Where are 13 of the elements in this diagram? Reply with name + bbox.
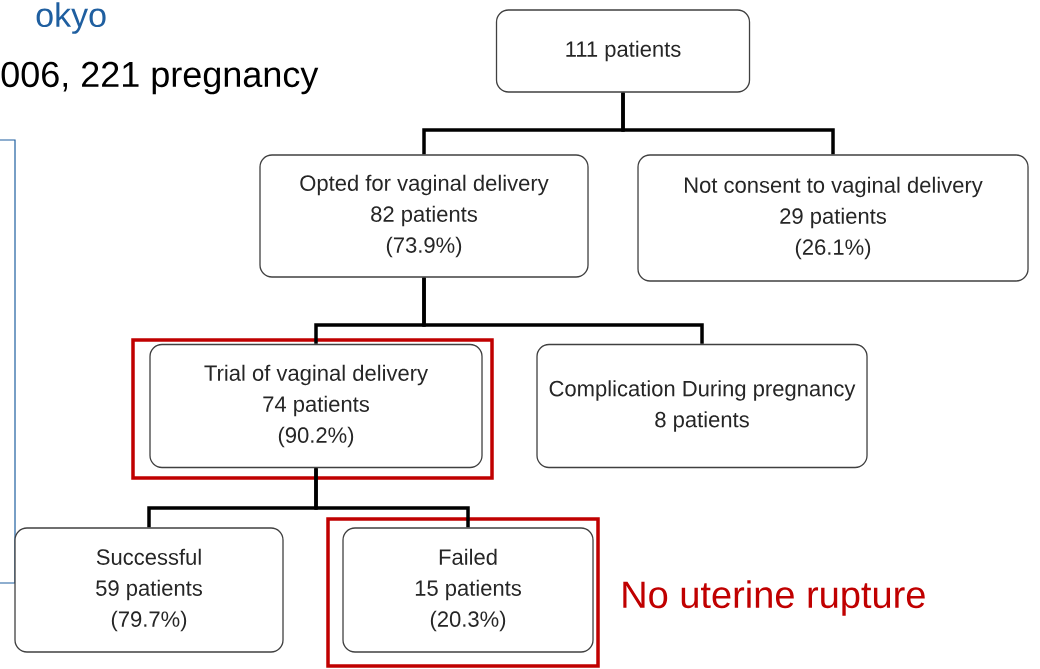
flow-box: Successful 59 patients (79.7%)	[14, 527, 284, 653]
flow-box: Opted for vaginal delivery 82 patients (73.9%)	[259, 154, 589, 278]
flow-box: 111 patients	[495, 9, 751, 93]
heading-text: 006, 221 pregnancy	[1, 61, 319, 95]
flow-box: Failed 15 patients (20.3%)	[342, 527, 594, 653]
flow-box: Not consent to vaginal delivery 29 patients (26.1%)	[637, 154, 1029, 282]
connector-line	[314, 468, 470, 528]
flow-box: Trial of vaginal delivery 74 patients (90.2%)	[149, 343, 483, 469]
connector-line	[621, 92, 835, 155]
heading-text: okyo	[36, 2, 106, 34]
connector-line	[422, 277, 704, 344]
note-text: No uterine rupture	[623, 580, 925, 616]
flow-box: Complication During pregnancy 8 patients	[536, 343, 868, 469]
